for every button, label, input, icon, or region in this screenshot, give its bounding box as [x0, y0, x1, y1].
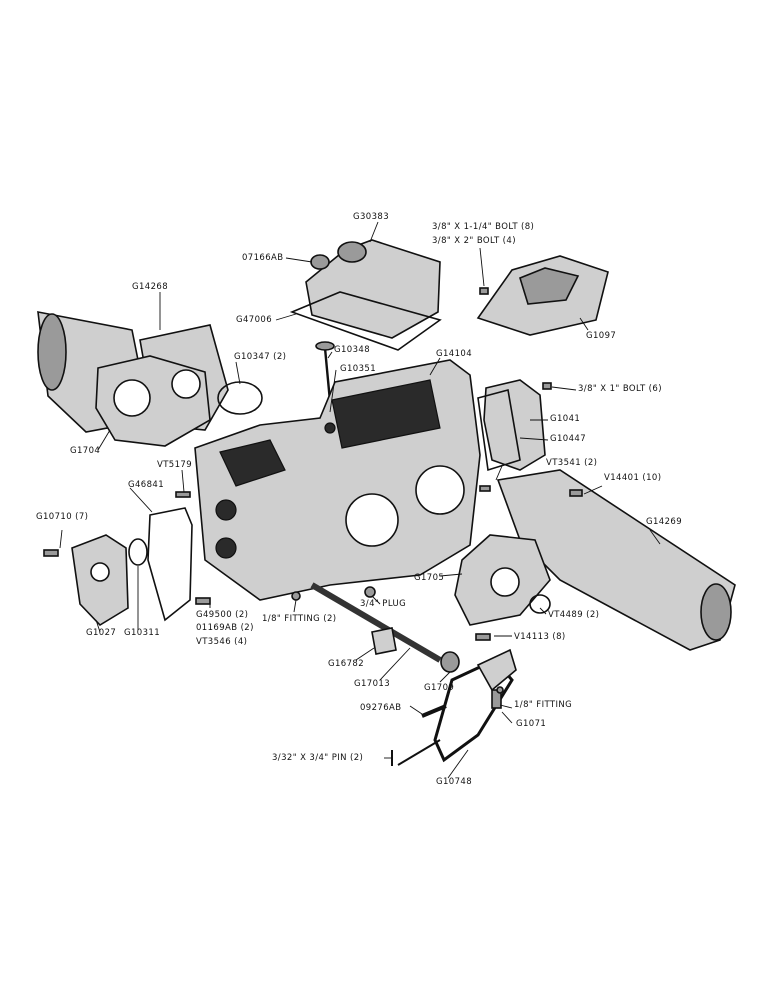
callout-g46841: G46841 [128, 480, 165, 490]
callout-bolt-3-8-x-2: 3/8" X 2" BOLT (4) [432, 236, 516, 246]
callout-plug-3-4: 3/4" PLUG [360, 599, 407, 609]
callout-v14401: V14401 (10) [604, 473, 662, 483]
callout-01169ab: 01169AB (2) [196, 623, 254, 633]
left-flange-cover [95, 355, 211, 447]
cross-shaft [310, 582, 442, 663]
callout-g49500: G49500 (2) [196, 610, 249, 620]
callout-g30383: G30383 [353, 212, 390, 222]
callout-g17013: G17013 [354, 679, 391, 689]
callout-vt5179: VT5179 [157, 460, 193, 470]
callout-v14113: V14113 (8) [514, 632, 566, 642]
callout-g1709: G1709 [424, 683, 455, 693]
callout-g1704: G1704 [70, 446, 101, 456]
callout-g1041: G1041 [550, 414, 581, 424]
callout-g16782: G16782 [328, 659, 365, 669]
callout-vt4489: VT4489 (2) [548, 610, 600, 620]
callout-vt3541: VT3541 (2) [546, 458, 598, 468]
right-axle-housing [496, 469, 736, 651]
transmission-case [194, 359, 481, 601]
callout-g10710: G10710 (7) [36, 512, 89, 522]
bushing [371, 627, 397, 655]
right-flange-cover [454, 534, 551, 626]
axle-seal [529, 594, 551, 614]
callout-g1027: G1027 [86, 628, 117, 638]
callout-g14104: G14104 [436, 349, 473, 359]
callout-fitting-1-8: 1/8" FITTING [514, 700, 573, 710]
callout-g10347: G10347 (2) [234, 352, 287, 362]
side-cover [477, 379, 546, 472]
callout-g1097: G1097 [586, 331, 617, 341]
callout-fitting-1-8-2: 1/8" FITTING (2) [262, 614, 337, 624]
pedal-rod [397, 739, 441, 766]
callout-g10351: G10351 [340, 364, 377, 374]
spring-pin [421, 704, 447, 718]
left-end-cover [71, 534, 129, 627]
callout-g10348: G10348 [334, 345, 371, 355]
callout-g1705: G1705 [414, 573, 445, 583]
callout-pin-3-32: 3/32" X 3/4" PIN (2) [272, 753, 364, 763]
shaft-collar [440, 651, 460, 673]
callout-g14269: G14269 [646, 517, 683, 527]
callout-07166ab: 07166AB [242, 253, 284, 263]
callout-g10447: G10447 [550, 434, 587, 444]
callout-vt3546: VT3546 (4) [196, 637, 248, 647]
clutch-pedal [433, 648, 517, 763]
right-cover-plate [476, 255, 609, 336]
left-gasket [147, 507, 193, 622]
callout-g47006: G47006 [236, 315, 273, 325]
leader-lines [59, 221, 661, 779]
callout-bolt-3-8-x-1: 3/8" X 1" BOLT (6) [578, 384, 662, 394]
callout-g14268: G14268 [132, 282, 169, 292]
callout-g1071: G1071 [516, 719, 547, 729]
left-seal-ring [128, 538, 148, 566]
top-cover-assembly [289, 239, 442, 351]
callout-g10311: G10311 [124, 628, 161, 638]
callout-g10748: G10748 [436, 777, 473, 787]
callout-bolt-3-8-x-1-1-4: 3/8" X 1-1/4" BOLT (8) [432, 222, 535, 232]
o-ring-seal [217, 381, 263, 415]
callout-09276ab: 09276AB [360, 703, 402, 713]
